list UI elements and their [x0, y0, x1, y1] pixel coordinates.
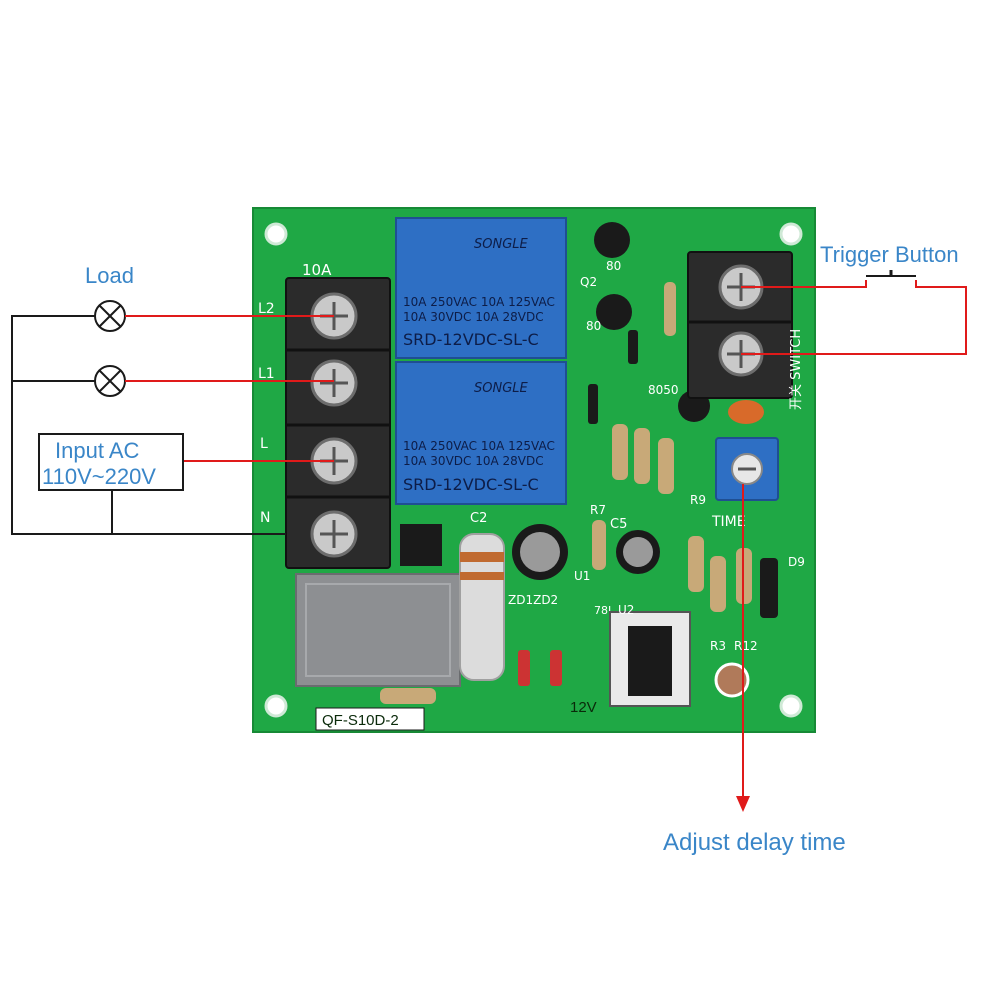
capacitors: [512, 400, 764, 580]
terminal-label-l: L: [260, 436, 268, 452]
relay-2-model: SRD-12VDC-SL-C: [403, 475, 539, 494]
led: [714, 662, 750, 698]
ic-u2: [609, 611, 691, 707]
terminal-label-l2: L2: [258, 301, 275, 317]
switch-terminal-block: [687, 251, 793, 399]
model-label-text: QF-S10D-2: [322, 712, 399, 729]
relay-1-model: SRD-12VDC-SL-C: [403, 330, 539, 349]
label-r7: R7: [590, 503, 606, 517]
transistors: 80 Q2 80 8050: [580, 222, 710, 422]
label-u1: U1: [574, 569, 590, 583]
diodes: [518, 330, 778, 686]
label-c5: C5: [610, 517, 627, 532]
label-r9: R9: [690, 493, 706, 507]
label-part80b: 80: [586, 319, 601, 333]
input-ac-annotation-line2: 110V~220V: [42, 464, 156, 489]
terminal-label-l1: L1: [258, 366, 275, 382]
relay-2-line1: 10A 250VAC 10A 125VAC: [403, 439, 555, 453]
transformer: [295, 573, 461, 687]
label-d9: D9: [788, 555, 805, 569]
relay-1-brand: SONGLE: [474, 237, 529, 252]
label-r3: R3: [710, 639, 726, 653]
label-u2: U2: [618, 603, 634, 617]
input-ac-annotation-line1: Input AC: [55, 438, 140, 463]
relay-1-line1: 10A 250VAC 10A 125VAC: [403, 295, 555, 309]
power-resistor: [459, 533, 505, 681]
label-part80a: 80: [606, 259, 621, 273]
label-r12: R12: [734, 639, 758, 653]
label-c2: C2: [470, 511, 487, 526]
trigger-wires: [741, 280, 967, 355]
time-label: TIME: [711, 514, 746, 530]
lamp-icon: [94, 300, 126, 332]
load-wires: [125, 315, 334, 462]
label-zd: ZD1ZD2: [508, 593, 558, 607]
voltage-label: 12V: [570, 699, 597, 716]
model-label: QF-S10D-2: [315, 707, 425, 731]
current-rating-label: 10A: [302, 261, 332, 279]
relay-2: SONGLE 10A 250VAC 10A 125VAC 10A 30VDC 1…: [395, 361, 567, 505]
label-part8050: 8050: [648, 383, 679, 397]
relay-2-brand: SONGLE: [474, 381, 529, 396]
resistors: [380, 282, 752, 704]
lamp-icon: [94, 365, 126, 397]
load-annotation: Load: [85, 263, 134, 288]
delay-arrow: [736, 484, 750, 812]
switch-label: 开关 SWITCH: [789, 329, 804, 410]
relay-1: SONGLE 10A 250VAC 10A 125VAC 10A 30VDC 1…: [395, 217, 567, 359]
adjust-delay-annotation: Adjust delay time: [663, 829, 846, 856]
neutral-wiring: [11, 315, 286, 535]
trigger-button-annotation: Trigger Button: [820, 242, 959, 267]
label-q2: Q2: [580, 275, 597, 289]
relay-2-line2: 10A 30VDC 10A 28VDC: [403, 454, 544, 468]
left-terminal-block: [285, 277, 391, 569]
delay-potentiometer: [715, 437, 779, 501]
bridge-rectifier: [400, 524, 442, 566]
input-ac-box: [38, 433, 184, 491]
relay-1-line2: 10A 30VDC 10A 28VDC: [403, 310, 544, 324]
terminal-label-n: N: [260, 510, 270, 526]
